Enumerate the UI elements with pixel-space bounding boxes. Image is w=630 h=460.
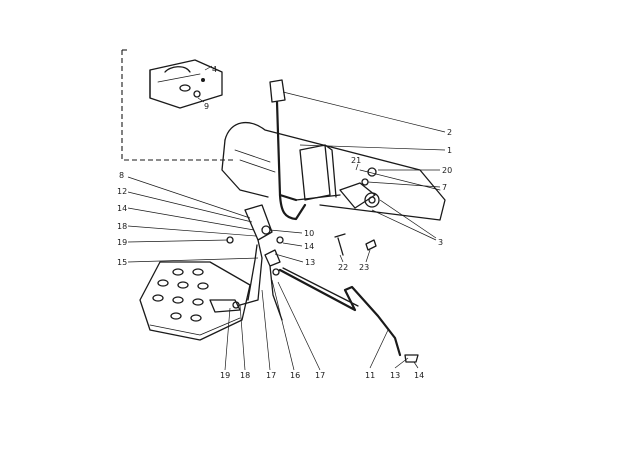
callout-label: 14 — [414, 371, 424, 380]
callout-label: 14 — [304, 242, 314, 251]
callout-label: 1 — [447, 146, 452, 155]
linkage-pivot — [244, 204, 284, 276]
callout-label: 7 — [442, 183, 447, 192]
shift-rod — [278, 267, 402, 357]
callout-label: 18 — [240, 371, 250, 380]
callout-label: 18 — [117, 222, 127, 231]
callout-label: 14 — [117, 204, 127, 213]
callout-label: 13 — [390, 371, 400, 380]
callout-label: 16 — [290, 371, 300, 380]
leader-lines — [127, 65, 446, 371]
callout-labels: 4 9 2 1 21 20 7 3 8 12 14 18 19 15 10 14… — [117, 65, 452, 380]
callout-label: 19 — [117, 238, 127, 247]
hardware — [226, 167, 419, 363]
callout-label: 23 — [359, 263, 369, 272]
callout-label: 4 — [212, 65, 217, 74]
callout-label: 19 — [220, 371, 230, 380]
callout-label: 3 — [438, 238, 443, 247]
callout-label: 15 — [117, 258, 127, 267]
callout-label: 13 — [305, 258, 315, 267]
foot-plate — [139, 261, 251, 341]
callout-label: 21 — [351, 156, 361, 165]
frame-body — [221, 121, 446, 221]
callout-label: 2 — [447, 128, 452, 137]
callout-label: 8 — [119, 171, 124, 180]
callout-label: 12 — [117, 187, 127, 196]
callout-label: 17 — [266, 371, 276, 380]
callout-label: 11 — [365, 371, 375, 380]
gear-lever — [269, 79, 341, 221]
callout-label: 22 — [338, 263, 348, 272]
callout-label: 10 — [304, 229, 314, 238]
inset-detail — [121, 49, 235, 161]
callout-label: 20 — [442, 166, 452, 175]
callout-label: 9 — [204, 102, 209, 111]
callout-label: 17 — [315, 371, 325, 380]
